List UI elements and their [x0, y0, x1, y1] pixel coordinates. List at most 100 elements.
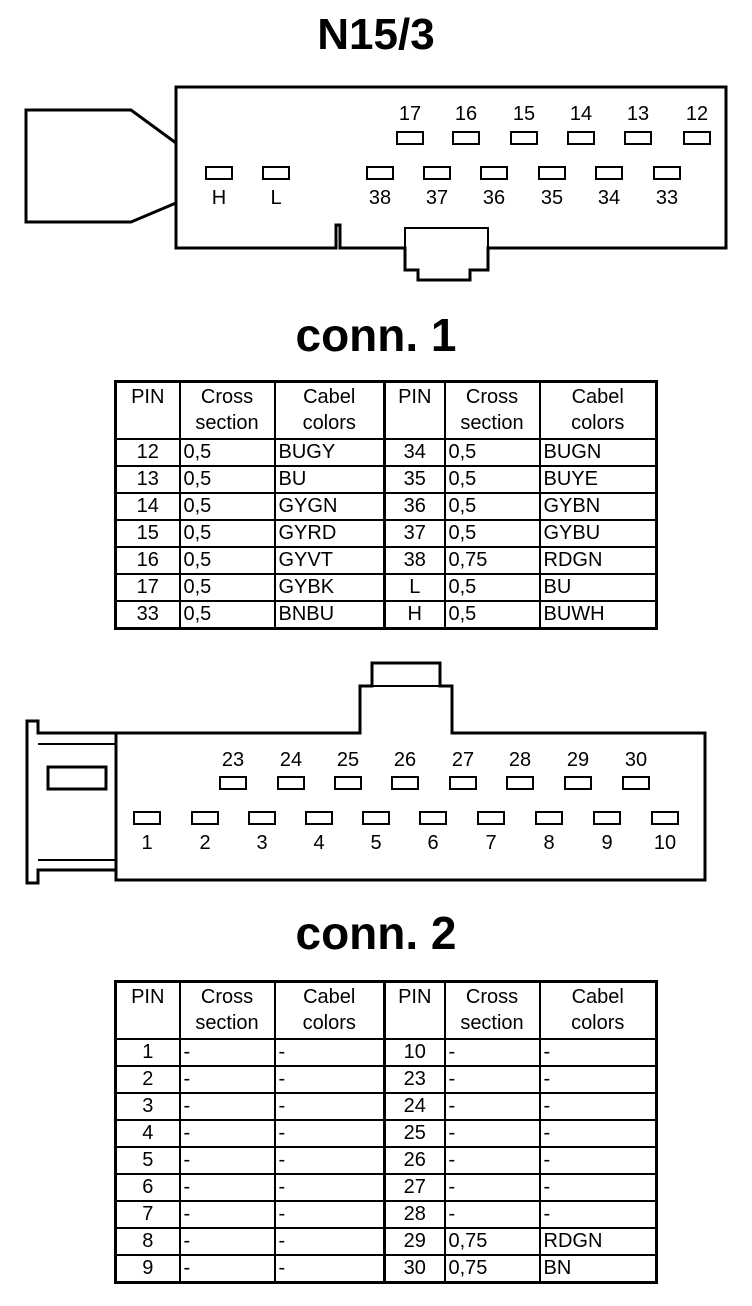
- pin-number-cell: 28: [383, 1200, 446, 1229]
- cross-section-cell: 0,5: [178, 438, 276, 467]
- pin-number-cell: 33: [114, 600, 181, 630]
- pin-socket: [567, 131, 595, 145]
- cross-section-cell: -: [178, 1200, 276, 1229]
- pin-35: 35: [538, 166, 566, 209]
- pin-37: 37: [423, 166, 451, 209]
- pin-number-cell: 12: [114, 438, 181, 467]
- pin-17: 17: [396, 103, 424, 145]
- cable-colors-cell: BUYE: [538, 465, 658, 494]
- cross-section-cell: 0,5: [443, 465, 541, 494]
- table-row: 2--23--: [114, 1065, 658, 1094]
- pin-socket: [595, 166, 623, 180]
- cross-section-cell: 0,5: [178, 519, 276, 548]
- cross-section-cell: 0,5: [178, 600, 276, 630]
- pin-number-cell: 10: [383, 1038, 446, 1067]
- pin-label: 37: [426, 187, 448, 209]
- pin-number-cell: 36: [383, 492, 446, 521]
- cross-section-cell: -: [443, 1065, 541, 1094]
- connector-1-latch: [24, 108, 177, 224]
- pin-number-cell: 35: [383, 465, 446, 494]
- pin-socket: [653, 166, 681, 180]
- pin-number-cell: 23: [383, 1065, 446, 1094]
- pin-socket: [564, 776, 592, 790]
- cable-colors-cell: BU: [273, 465, 386, 494]
- connector-2-latch: [25, 719, 116, 885]
- pin-number-cell: L: [383, 573, 446, 602]
- pin-number-cell: 3: [114, 1092, 181, 1121]
- pin-label: 8: [543, 832, 554, 854]
- pin-socket: [334, 776, 362, 790]
- pin-number-cell: 15: [114, 519, 181, 548]
- pin-label: 5: [370, 832, 381, 854]
- cable-colors-cell: GYVT: [273, 546, 386, 575]
- cross-section-cell: -: [443, 1038, 541, 1067]
- pin-27: 27: [449, 749, 477, 790]
- pin-24: 24: [277, 749, 305, 790]
- pin-23: 23: [219, 749, 247, 790]
- pin-label: 38: [369, 187, 391, 209]
- pin-socket: [391, 776, 419, 790]
- cross-section-cell: 0,75: [443, 1254, 541, 1284]
- cable-colors-cell: -: [273, 1119, 386, 1148]
- pin-socket: [452, 131, 480, 145]
- table-row: 6--27--: [114, 1173, 658, 1202]
- cable-colors-cell: -: [273, 1065, 386, 1094]
- connector-2-release-tab: [46, 765, 108, 791]
- pin-number-cell: 34: [383, 438, 446, 467]
- pin-label: 27: [452, 749, 474, 771]
- pin-socket: [622, 776, 650, 790]
- pin-29: 29: [564, 749, 592, 790]
- cable-colors-cell: RDGN: [538, 546, 658, 575]
- cross-section-cell: 0,5: [443, 573, 541, 602]
- pin-h: H: [205, 166, 233, 209]
- cable-colors-cell: -: [273, 1173, 386, 1202]
- cable-colors-cell: -: [273, 1227, 386, 1256]
- pin-label: 34: [598, 187, 620, 209]
- cross-section-cell: -: [443, 1092, 541, 1121]
- cable-colors-cell: -: [273, 1092, 386, 1121]
- pin-label: 7: [485, 832, 496, 854]
- pin-label: 16: [455, 103, 477, 125]
- pin-socket: [262, 166, 290, 180]
- pin-label: H: [212, 187, 226, 209]
- pin-socket: [423, 166, 451, 180]
- pin-socket: [510, 131, 538, 145]
- cross-section-cell: -: [178, 1254, 276, 1284]
- pin-number-cell: 24: [383, 1092, 446, 1121]
- cable-colors-cell: -: [538, 1092, 658, 1121]
- table-row: 7--28--: [114, 1200, 658, 1229]
- column-header: PIN: [383, 980, 446, 1040]
- pin-label: 12: [686, 103, 708, 125]
- pin-label: 15: [513, 103, 535, 125]
- pin-socket: [133, 811, 161, 825]
- cable-colors-cell: RDGN: [538, 1227, 658, 1256]
- cross-section-cell: 0,5: [443, 438, 541, 467]
- pin-label: 23: [222, 749, 244, 771]
- cable-colors-cell: BUWH: [538, 600, 658, 630]
- pin-number-cell: 8: [114, 1227, 181, 1256]
- pin-3: 3: [248, 811, 276, 854]
- pin-33: 33: [653, 166, 681, 209]
- pin-number-cell: 25: [383, 1119, 446, 1148]
- column-header: PIN: [114, 980, 181, 1040]
- cross-section-cell: -: [178, 1092, 276, 1121]
- pin-socket: [419, 811, 447, 825]
- pin-socket: [248, 811, 276, 825]
- cross-section-cell: -: [178, 1146, 276, 1175]
- pin-label: 10: [654, 832, 676, 854]
- cross-section-cell: 0,75: [443, 1227, 541, 1256]
- cross-section-cell: 0,5: [443, 519, 541, 548]
- pin-15: 15: [510, 103, 538, 145]
- table-row: 1--10--: [114, 1038, 658, 1067]
- table-row: 4--25--: [114, 1119, 658, 1148]
- pin-socket: [305, 811, 333, 825]
- pin-label: 29: [567, 749, 589, 771]
